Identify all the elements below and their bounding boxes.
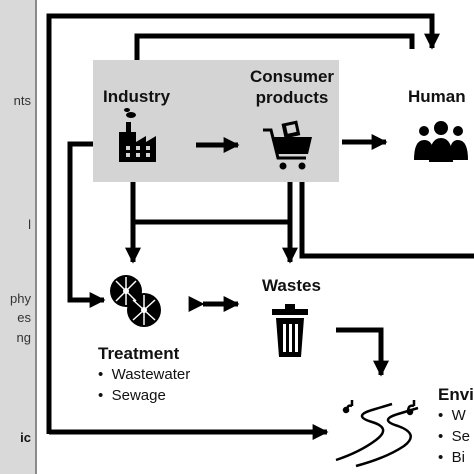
arrow-industry-to-treatment-side — [67, 141, 106, 309]
treatment-item-sewage: • Sewage — [98, 387, 166, 404]
factory-icon — [119, 108, 156, 162]
arrow-industry-to-human-top — [46, 13, 441, 434]
sidebar-text: ic — [20, 430, 31, 445]
industry-label: Industry — [103, 87, 171, 106]
environment-item: • W — [438, 407, 466, 424]
treatment-title: Treatment — [98, 344, 180, 363]
sidebar-text: l — [28, 217, 31, 232]
wastes-label: Wastes — [262, 276, 321, 295]
arrow-products-to-human-top — [134, 33, 415, 60]
shopping-cart-icon — [263, 120, 312, 170]
consumer-products-label: Consumer products — [249, 67, 335, 107]
trash-can-icon — [272, 304, 308, 357]
sidebar-text: nts — [13, 93, 31, 108]
left-panel: nts l phy es ng ic — [0, 0, 37, 474]
sidebar-text: ng — [16, 330, 31, 345]
arrow-human-to-wastes — [299, 182, 474, 259]
sidebar-text: es — [17, 310, 31, 325]
people-icon — [414, 121, 468, 162]
treatment-item-wastewater: • Wastewater — [98, 366, 191, 383]
environment-item: • Bi — [438, 449, 465, 466]
treatment-wheels-icon — [110, 275, 161, 327]
river-icon — [335, 400, 419, 468]
environment-item: • Se — [438, 428, 470, 445]
environment-title: Envi — [438, 385, 474, 404]
sidebar-text: phy — [10, 291, 31, 306]
human-label: Human — [408, 87, 466, 106]
arrow-wastes-to-environment — [336, 327, 390, 377]
